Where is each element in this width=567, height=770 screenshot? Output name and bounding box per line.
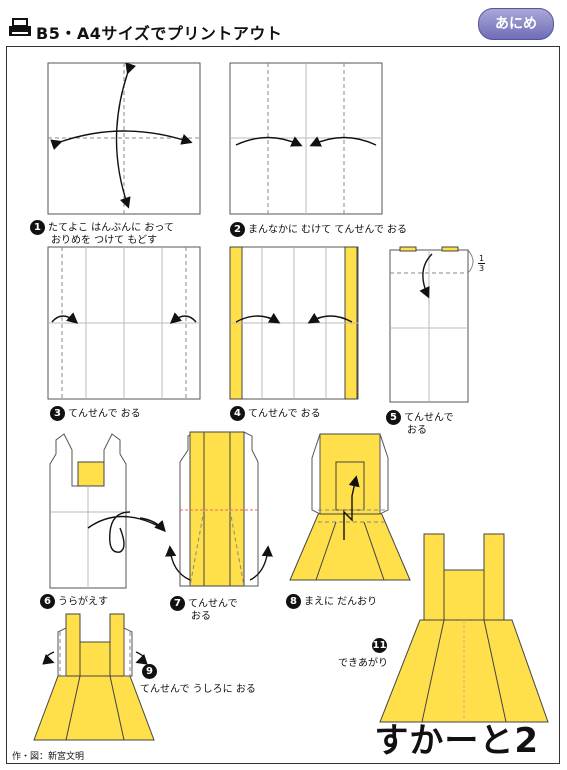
diagram-frame (6, 46, 560, 764)
step2-arrow-right (309, 136, 377, 147)
step9-label: てんせんで うしろに おる (140, 684, 256, 695)
step11-label: できあがり (338, 658, 388, 669)
step6-flip-arrow (87, 511, 163, 553)
final-title: すかーと2 (374, 721, 539, 761)
brand-badge[interactable]: あにめ (478, 8, 554, 40)
step2-arrow-left (235, 136, 303, 147)
printer-icon (8, 18, 32, 38)
step9-skirt (33, 675, 155, 741)
step7-yellow (189, 431, 245, 587)
page-title: B5・A4サイズでプリントアウト (36, 24, 283, 43)
credit: 作・図：新宮文明 (12, 752, 85, 762)
step8-skirt (289, 509, 411, 581)
step9-num: 9 (142, 664, 160, 679)
step11-num: 11 (372, 638, 387, 653)
step1-fold-arrow-v (115, 62, 136, 209)
